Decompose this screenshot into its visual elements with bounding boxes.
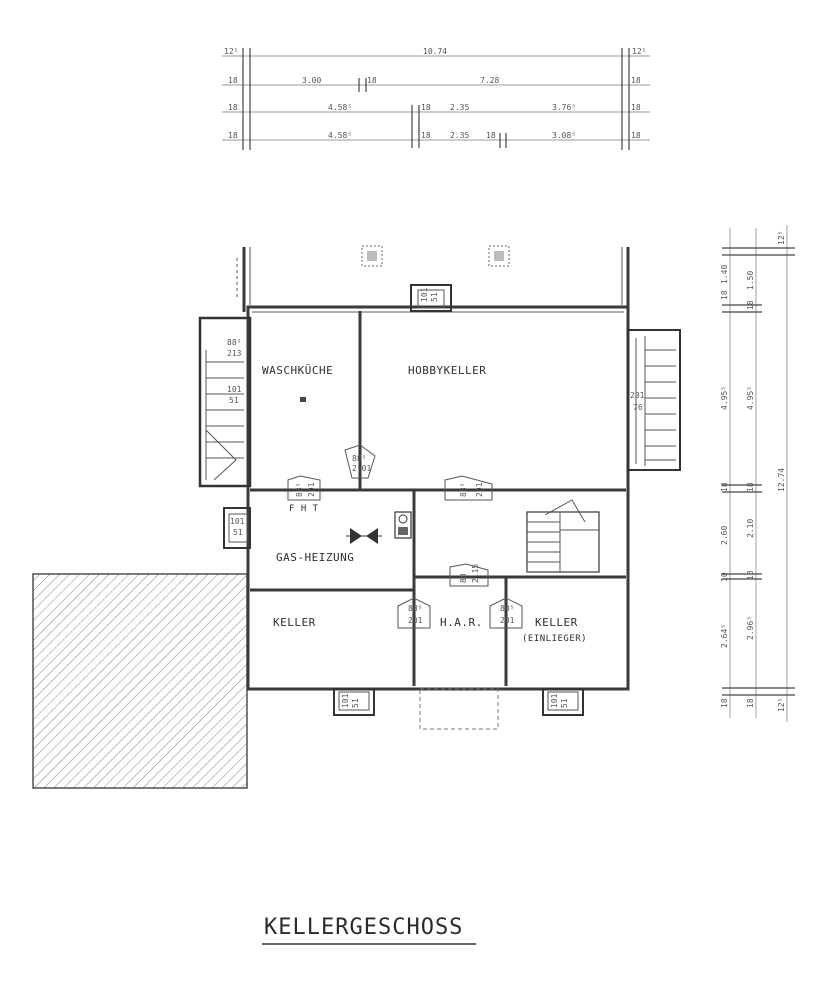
floor-drain-icon <box>300 397 306 402</box>
room-label-gasheizung: GAS-HEIZUNG <box>276 551 354 564</box>
dim-top-r3-5: 18 <box>631 103 641 112</box>
stair-top-width: 88⁵ <box>227 338 241 347</box>
stair-mid-width: 101 <box>227 385 242 394</box>
top-light-wells <box>361 245 510 267</box>
win-bottom-right-width: 101 <box>550 693 559 708</box>
win-right-width: 201 <box>630 391 645 400</box>
room-label-keller: KELLER <box>273 616 316 629</box>
dim-right-c2-7: 18 <box>746 698 755 708</box>
dim-right-c2-4: 2.10 <box>746 519 755 538</box>
door-wasch-width: 88⁵ <box>352 454 366 463</box>
dim-right-c2-1: 1.50 <box>746 271 755 290</box>
dim-right-c1-2: 4.95⁵ <box>720 386 729 410</box>
building-walls <box>246 305 630 691</box>
win-top-height: 51 <box>430 292 439 302</box>
win-top-width: 101 <box>420 287 429 302</box>
dim-right-c3-2: 12⁵ <box>777 698 786 712</box>
door-har-top-height: 2.15 <box>471 564 480 583</box>
right-exterior-stair <box>627 329 681 471</box>
dim-right-c1-6: 2.64⁵ <box>720 624 729 648</box>
dim-top-r1-2: 12⁵ <box>632 47 646 56</box>
dim-top-r1-0: 12⁵ <box>224 47 238 56</box>
outer-lightwell-walls <box>236 247 630 312</box>
door-einlieger-width: 88⁵ <box>500 604 514 613</box>
door-hall-width: 88⁵ <box>459 483 468 497</box>
hatched-terrace <box>32 573 248 789</box>
door-einlieger-height: 201 <box>500 616 515 625</box>
win-left-width: 101 <box>230 517 245 526</box>
dim-top-r3-2: 18 <box>421 103 431 112</box>
dim-top-r1-1: 10.74 <box>423 47 447 56</box>
door-keller-height: 201 <box>408 616 423 625</box>
dim-right-c1-4: 2.60 <box>720 526 729 545</box>
dim-top-r4-2: 18 <box>421 131 431 140</box>
room-label-hobbykeller: HOBBYKELLER <box>408 364 486 377</box>
dim-right-c1-0: 18 <box>720 290 729 300</box>
dim-right-c1-5: 10 <box>720 572 729 582</box>
right-dimension-chains: 18 1.40 4.95⁵ 18 2.60 10 2.64⁵ 18 18 1.5… <box>720 225 795 722</box>
dim-right-c2-0: 18 <box>746 300 755 310</box>
room-label-einlieger: (EINLIEGER) <box>522 634 587 644</box>
dim-right-c1-1: 1.40 <box>720 265 729 284</box>
dim-top-r4-1: 4.58⁵ <box>328 131 352 140</box>
stair-top-height: 213 <box>227 349 242 358</box>
boiler-symbol <box>346 511 412 544</box>
dim-right-c2-5: 18 <box>746 570 755 580</box>
left-exterior-stair <box>198 316 252 488</box>
dim-right-c1-3: 18 <box>720 482 729 492</box>
dim-right-c1-7: 18 <box>720 698 729 708</box>
dim-top-r2-2: 18 <box>367 76 377 85</box>
dim-top-r2-3: 7.28 <box>480 76 499 85</box>
door-har-top-width: 88 <box>459 573 468 583</box>
dim-top-r4-6: 18 <box>631 131 641 140</box>
drawing-title: KELLERGESCHOSS <box>264 915 463 940</box>
win-right-height: 76 <box>633 403 643 412</box>
dim-top-r4-4: 18 <box>486 131 496 140</box>
dim-top-r4-3: 2.35 <box>450 131 469 140</box>
door-fht-height: 201 <box>307 482 316 497</box>
door-hall-height: 201 <box>475 482 484 497</box>
room-label-keller-einlieger: KELLER <box>535 616 578 629</box>
dim-right-c3-0: 12⁵ <box>777 231 786 245</box>
dim-right-c2-2: 4.95⁵ <box>746 386 755 410</box>
win-bottom-left-width: 101 <box>341 693 350 708</box>
win-left-height: 51 <box>233 528 243 537</box>
dim-top-r4-0: 18 <box>228 131 238 140</box>
door-swings <box>287 444 523 629</box>
room-label-waschkueche: WASCHKÜCHE <box>262 364 333 377</box>
dim-top-r3-4: 3.76⁵ <box>552 103 576 112</box>
dim-top-r3-3: 2.35 <box>450 103 469 112</box>
dim-top-r3-1: 4.58⁵ <box>328 103 352 112</box>
dim-right-c2-6: 2.96⁵ <box>746 616 755 640</box>
room-label-fht: F H T <box>289 504 319 514</box>
room-label-har: H.A.R. <box>440 616 483 629</box>
dim-top-r2-4: 18 <box>631 76 641 85</box>
win-bottom-right-height: 51 <box>560 698 569 708</box>
dim-top-r4-5: 3.08⁵ <box>552 131 576 140</box>
stair-mid-height: 51 <box>229 396 239 405</box>
door-fht-width: 88⁵ <box>295 483 304 497</box>
dim-top-r2-0: 18 <box>228 76 238 85</box>
top-dimension-chains: 12⁵ 10.74 12⁵ 18 3.00 18 7.28 18 18 4.58… <box>222 47 650 150</box>
interior-stair <box>526 499 600 573</box>
door-keller-width: 88⁵ <box>408 604 422 613</box>
dim-right-c2-3: 18 <box>746 482 755 492</box>
window-boxes <box>223 284 584 730</box>
dim-top-r2-1: 3.00 <box>302 76 321 85</box>
win-bottom-left-height: 51 <box>351 698 360 708</box>
door-wasch-height: 2.01 <box>352 464 371 473</box>
dim-top-r3-0: 18 <box>228 103 238 112</box>
dim-right-c3-1: 12.74 <box>777 468 786 492</box>
